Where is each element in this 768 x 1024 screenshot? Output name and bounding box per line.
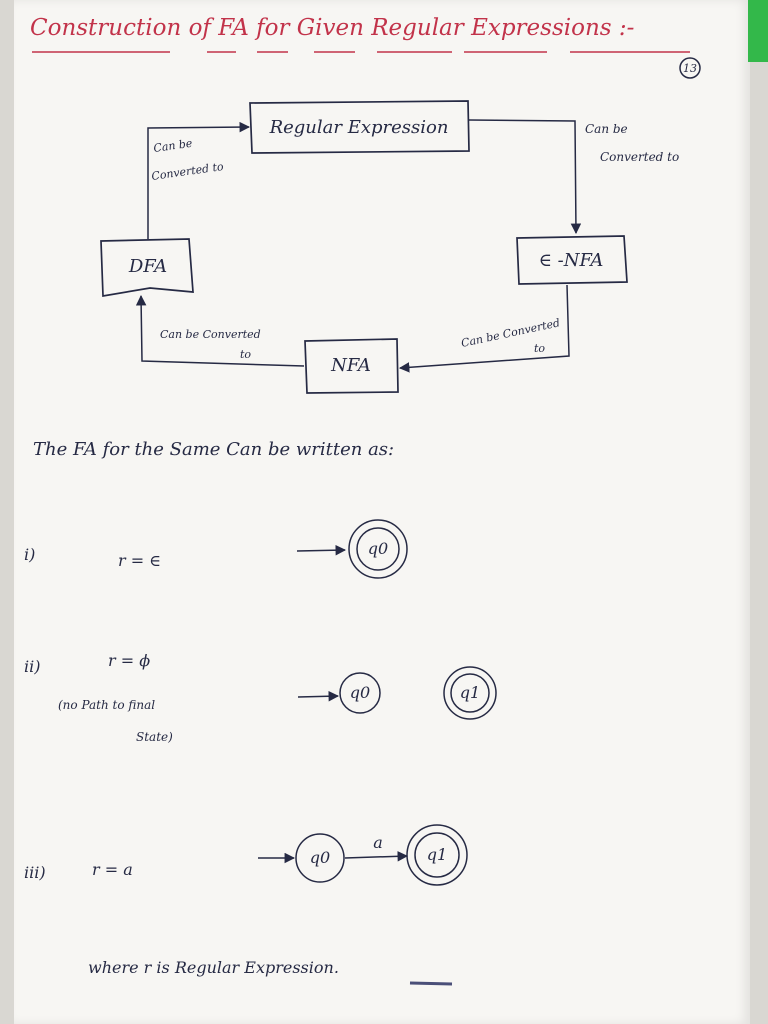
edge-dfa-to-re [147,121,251,239]
page-number-badge: 13 [679,57,701,79]
start-arrow [296,544,347,556]
final-state-outer-ring [406,824,468,886]
edge-label-re-to-enfa: Can be Converted to [585,122,679,164]
edge-re-to-enfa [468,119,582,235]
node-nfa: NFA [304,338,399,394]
node-label: Regular Expression [269,117,449,138]
case-marker: i) [24,545,35,564]
state-label: q0 [368,539,388,558]
state-circle [339,672,381,714]
case-phi: ii) r = ϕ (no Path to final State) q0 q1 [24,651,497,744]
case-expression: r = ϕ [108,651,150,670]
case-epsilon: i) r = ∈ q0 [24,519,408,579]
state-label: q1 [460,683,480,702]
node-label: NFA [330,355,371,376]
svg-text:Can be: Can be [153,137,194,155]
intro-text: The FA for the Same Can be written as: [33,439,394,460]
case-symbol-a: iii) r = a q0 a q1 [24,824,468,886]
edge-label-dfa-to-re: Can be Converted to [151,137,225,183]
edge-label-enfa-to-nfa: Can be Converted to [460,316,561,355]
svg-text:to: to [534,342,545,355]
node-label: ∈ -NFA [539,250,604,271]
case-expression: r = a [92,860,133,879]
svg-text:Can be Converted: Can be Converted [460,316,561,350]
state-circle [295,833,345,883]
case-note: (no Path to final [58,698,155,712]
state-label: q1 [427,845,447,864]
svg-text:Can be: Can be [585,122,628,136]
state-label: q0 [310,848,330,867]
paper-sheet [14,0,750,1024]
page-title: Construction of FA for Given Regular Exp… [30,15,634,41]
state-label: q0 [350,683,370,702]
case-note: State) [136,730,173,744]
green-edge-strip [748,0,768,62]
svg-text:Converted to: Converted to [151,160,225,183]
final-state-outer-ring [348,519,408,579]
case-expression: r = ∈ [118,551,161,570]
edge-nfa-to-dfa [135,294,305,367]
node-dfa: DFA [100,238,194,298]
state-circle [414,832,460,878]
footer-underline-mark [409,981,453,986]
state-circle [450,673,490,713]
svg-text:to: to [240,348,251,361]
start-arrow [297,690,340,702]
page-number: 13 [683,62,697,75]
transition-symbol: a [373,833,383,852]
transition-arrow [344,851,409,862]
svg-text:Can be Converted: Can be Converted [160,328,261,341]
svg-text:Converted to: Converted to [600,150,679,164]
edge-label-nfa-to-dfa: Can be Converted to [160,328,261,361]
node-e-nfa: ∈ -NFA [516,235,628,285]
state-circle [356,527,400,571]
node-label: DFA [128,256,167,277]
node-regular-expression: Regular Expression [249,100,470,154]
case-marker: ii) [24,657,40,676]
case-marker: iii) [24,863,46,882]
footer-text: where r is Regular Expression. [88,958,339,977]
final-state-outer-ring [443,666,497,720]
edge-enfa-to-nfa [398,284,570,373]
